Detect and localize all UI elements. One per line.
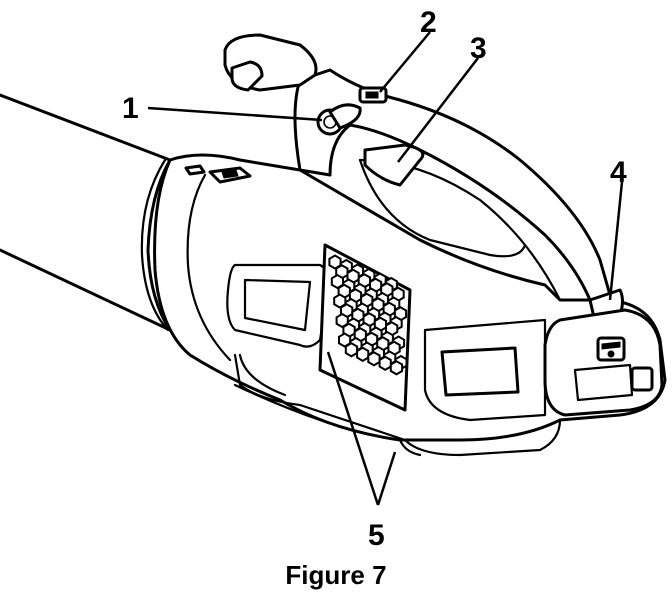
- callout-1: 1: [122, 92, 139, 125]
- vent-cell: [344, 342, 359, 358]
- body-switch: [184, 164, 252, 184]
- leader-1: [147, 106, 323, 122]
- callout-3: 3: [470, 32, 487, 65]
- vent-cell: [356, 346, 370, 362]
- vent-cell: [389, 360, 404, 376]
- blower-tube: [0, 93, 172, 332]
- vent-cell: [367, 351, 381, 367]
- leader-3: [397, 57, 479, 163]
- handle: [293, 68, 612, 302]
- leader-2: [379, 31, 431, 93]
- leader-4: [608, 181, 624, 301]
- air-intake-vent: [318, 243, 412, 412]
- leader-5a: [326, 351, 380, 506]
- leader-lines: [147, 31, 624, 506]
- front-recess: [423, 318, 547, 422]
- vent-cell: [378, 355, 392, 371]
- callout-2: 2: [420, 6, 437, 39]
- cruise-control: [358, 86, 388, 104]
- rear-grip: [223, 33, 318, 92]
- leader-5b: [376, 451, 397, 506]
- speed-knob: [316, 103, 362, 136]
- base: [233, 353, 562, 457]
- callout-4: 4: [610, 156, 627, 189]
- figure-caption: Figure 7: [285, 560, 387, 590]
- battery-release: [543, 288, 664, 417]
- callout-5: 5: [368, 519, 385, 552]
